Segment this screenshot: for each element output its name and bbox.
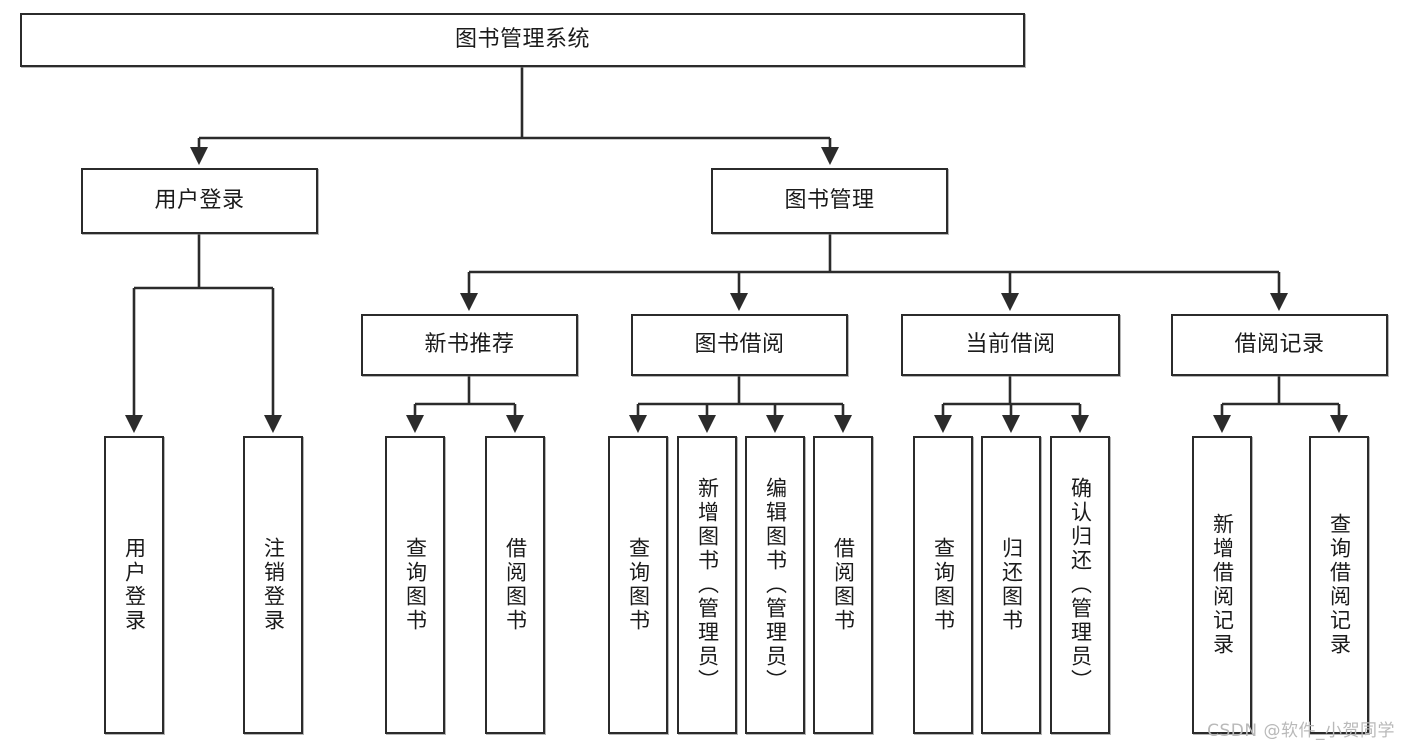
node-new-book-recommend[interactable]: 新书推荐 [361,314,578,376]
node-root-label: 图书管理系统 [454,26,590,52]
node-book-borrow[interactable]: 图书借阅 [631,314,848,376]
node-leaf-borrow-book-1[interactable]: 借阅图书 [485,436,545,734]
watermark-csdn: CSDN @软件_小贺同学 [1207,721,1395,741]
node-leaf-add-book-admin-label: 新增图书（管理员） [695,477,720,693]
node-borrow-record-label: 借阅记录 [1234,331,1325,357]
node-leaf-return-book[interactable]: 归还图书 [981,436,1041,734]
node-leaf-edit-book-admin-label: 编辑图书（管理员） [763,477,788,693]
node-leaf-borrow-book-1-label: 借阅图书 [503,537,528,633]
node-current-borrow-label: 当前借阅 [965,331,1056,357]
node-leaf-add-book-admin[interactable]: 新增图书（管理员） [677,436,737,734]
node-leaf-confirm-return-admin[interactable]: 确认归还（管理员） [1050,436,1110,734]
node-leaf-query-book-1[interactable]: 查询图书 [385,436,445,734]
node-leaf-borrow-book-2-label: 借阅图书 [831,537,856,633]
node-leaf-edit-book-admin[interactable]: 编辑图书（管理员） [745,436,805,734]
node-leaf-query-borrow-record-label: 查询借阅记录 [1327,513,1352,657]
node-leaf-borrow-book-2[interactable]: 借阅图书 [813,436,873,734]
node-user-login[interactable]: 用户登录 [81,168,318,234]
node-book-manage[interactable]: 图书管理 [711,168,948,234]
node-book-borrow-label: 图书借阅 [694,331,785,357]
node-borrow-record[interactable]: 借阅记录 [1171,314,1388,376]
node-leaf-query-book-2-label: 查询图书 [626,537,651,633]
node-leaf-add-borrow-record[interactable]: 新增借阅记录 [1192,436,1252,734]
node-user-login-label: 用户登录 [154,187,245,213]
node-leaf-user-login-label: 用户登录 [122,537,147,633]
node-new-book-recommend-label: 新书推荐 [424,331,515,357]
node-root[interactable]: 图书管理系统 [20,13,1025,67]
node-leaf-add-borrow-record-label: 新增借阅记录 [1210,513,1235,657]
node-leaf-query-book-3-label: 查询图书 [931,537,956,633]
node-leaf-confirm-return-admin-label: 确认归还（管理员） [1068,477,1093,693]
node-leaf-user-logout[interactable]: 注销登录 [243,436,303,734]
node-leaf-query-book-1-label: 查询图书 [403,537,428,633]
node-leaf-query-book-3[interactable]: 查询图书 [913,436,973,734]
node-book-manage-label: 图书管理 [784,187,875,213]
node-leaf-query-borrow-record[interactable]: 查询借阅记录 [1309,436,1369,734]
node-leaf-query-book-2[interactable]: 查询图书 [608,436,668,734]
node-current-borrow[interactable]: 当前借阅 [901,314,1120,376]
node-leaf-user-login[interactable]: 用户登录 [104,436,164,734]
node-leaf-user-logout-label: 注销登录 [261,537,286,633]
node-leaf-return-book-label: 归还图书 [999,537,1024,633]
